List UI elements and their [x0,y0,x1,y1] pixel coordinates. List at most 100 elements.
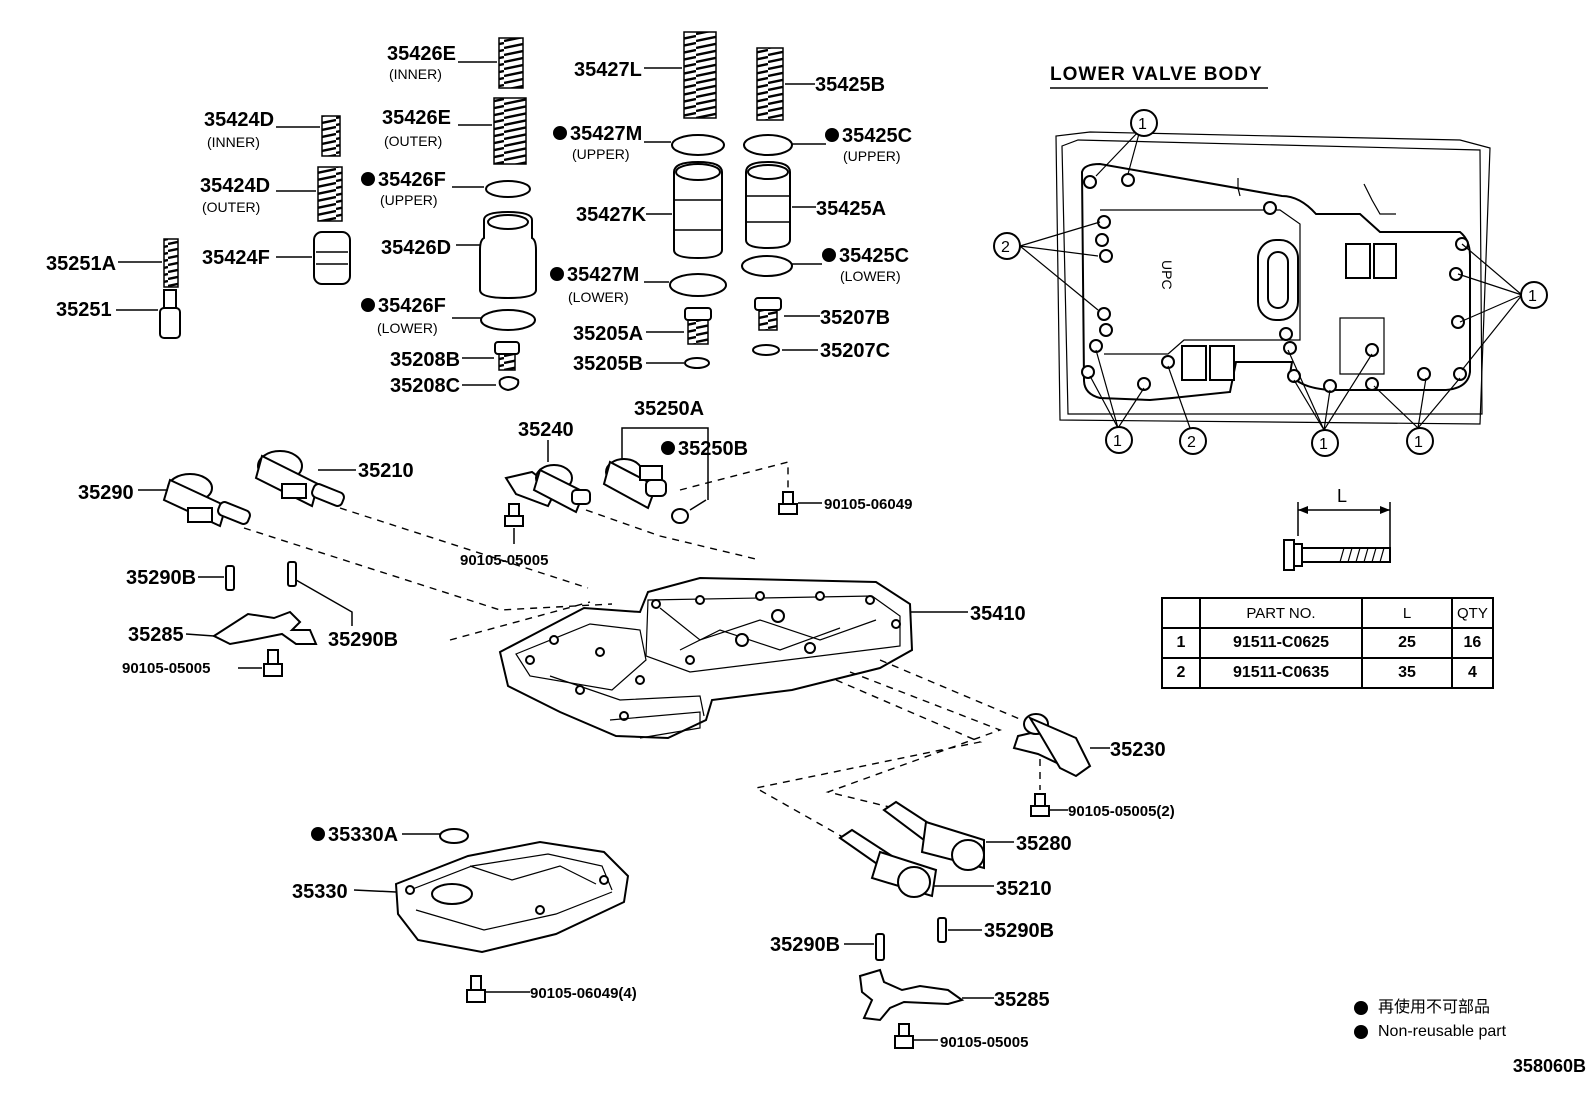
label-35210-bottom: 35210 [996,878,1052,900]
label-35426F-upper: 35426F [378,169,446,191]
oring-35250B [671,508,689,524]
valve-body-35410 [498,576,914,740]
label-35251A: 35251A [46,253,116,275]
pin-35290B-d [875,933,885,961]
pin-35290B-a [225,565,235,591]
lower-valve-body-drawing: UPC [1055,131,1491,425]
clip-35208C [498,376,520,392]
label-35290: 35290 [78,482,134,504]
legend-en-text: Non-reusable part [1378,1023,1507,1040]
callout-2-bottom [1179,427,1207,455]
sub-upper-2: (UPPER) [572,146,630,162]
callout-2-left [993,232,1021,260]
figure-code: 358060B [1512,1056,1586,1076]
label-35208B: 35208B [390,349,460,371]
oring-35426F-lower [480,309,536,331]
sub-inner-2: (INNER) [207,134,260,150]
callout-1-bl [1105,426,1133,454]
callout-1-right-text: 1 [1528,288,1537,305]
table-header-cell [1161,597,1201,629]
label-35285-bottom: 35285 [994,989,1050,1011]
legend-row-en: Non-reusable part [1354,1020,1506,1044]
spring-35425B [756,47,784,121]
solenoid-35210-bottom [838,828,938,898]
legend: 再使用不可部品 Non-reusable part [1354,996,1506,1044]
label-90105-05005-left: 90105-05005 [122,660,210,677]
bolt-90105-06049-4 [466,975,486,1003]
label-35250B: 35250B [678,438,748,460]
table-header-cell: QTY [1451,597,1494,629]
dash-35210-bottom [754,679,983,841]
sub-outer-1: (OUTER) [384,133,442,149]
sleeve-35427K [673,160,723,260]
solenoid-35290 [162,473,251,528]
label-35210-top: 35210 [358,460,414,482]
piston-35424F [313,231,351,285]
table-header-cell: PART NO. [1199,597,1363,629]
callout-1-top-text: 1 [1138,116,1147,133]
table-cell: 91511-C0635 [1199,657,1363,689]
clip-35207C [752,344,780,356]
dash-35250 [679,461,789,491]
bolt-dimension-diagram [1283,502,1391,571]
legend-jp-text: 再使用不可部品 [1378,999,1491,1016]
nonreusable-dot-3 [553,126,567,140]
pin-35290B-c [937,917,947,943]
label-35424D-inner: 35424D [204,109,274,131]
spring-35426E-inner [498,37,524,89]
nonreusable-dot-6 [822,248,836,262]
sub-upper-3: (UPPER) [843,148,901,164]
sub-inner-1: (INNER) [389,66,442,82]
sub-lower-3: (LOWER) [840,268,901,284]
label-35290B-b: 35290B [328,629,398,651]
upc-marking: UPC [1159,260,1175,290]
oring-35427M-lower [669,273,727,297]
plug-35207B [754,297,782,331]
sub-upper-1: (UPPER) [380,192,438,208]
oring-35427M-upper [671,134,725,156]
dash-35290 [243,527,613,611]
bolt-spec-table: PART NO. L QTY 1 91511-C0625 25 16 2 915… [1161,597,1494,689]
label-35425A: 35425A [816,198,886,220]
section-title: LOWER VALVE BODY [1050,64,1263,85]
oring-35425C-lower [741,255,793,277]
oring-35426F-upper [485,180,531,198]
nonreusable-dot-4 [550,267,564,281]
spring-35427L [683,31,717,119]
sub-outer-2: (OUTER) [202,199,260,215]
table-cell: 16 [1451,627,1494,659]
callout-1-br [1406,427,1434,455]
table-row: 2 91511-C0635 35 4 [1161,657,1494,689]
valve-35251 [159,289,181,339]
spring-35424D-outer [317,166,343,222]
nonreusable-dot-1 [361,172,375,186]
label-35205B: 35205B [573,353,643,375]
table-header-row: PART NO. L QTY [1161,597,1494,629]
label-35426D: 35426D [381,237,451,259]
label-35208C: 35208C [390,375,460,397]
nonreusable-dot-icon [1354,1001,1368,1015]
bolt-90105-05005-2 [1030,793,1050,817]
label-35426E-inner: 35426E [387,43,456,65]
callout-2-bottom-text: 2 [1187,434,1196,451]
solenoid-35210-top [254,450,345,508]
dimension-L: L [1337,486,1347,506]
legend-row-jp: 再使用不可部品 [1354,996,1506,1020]
table-cell: 2 [1161,657,1201,689]
dash-35210-top [339,507,589,589]
label-35424D-outer: 35424D [200,175,270,197]
label-90105-05005-2: 90105-05005(2) [1068,803,1175,820]
callout-1-top [1130,109,1158,137]
solenoid-35280 [882,800,985,871]
dash-35240 [585,509,761,561]
label-35205A: 35205A [573,323,643,345]
nonreusable-dot-icon [1354,1025,1368,1039]
sub-lower-2: (LOWER) [568,289,629,305]
label-35424F: 35424F [202,247,270,269]
label-35426E-outer: 35426E [382,107,451,129]
label-90105-06049-top: 90105-06049 [824,496,912,513]
plug-35205A [684,307,712,345]
label-35251: 35251 [56,299,112,321]
table-cell: 1 [1161,627,1201,659]
